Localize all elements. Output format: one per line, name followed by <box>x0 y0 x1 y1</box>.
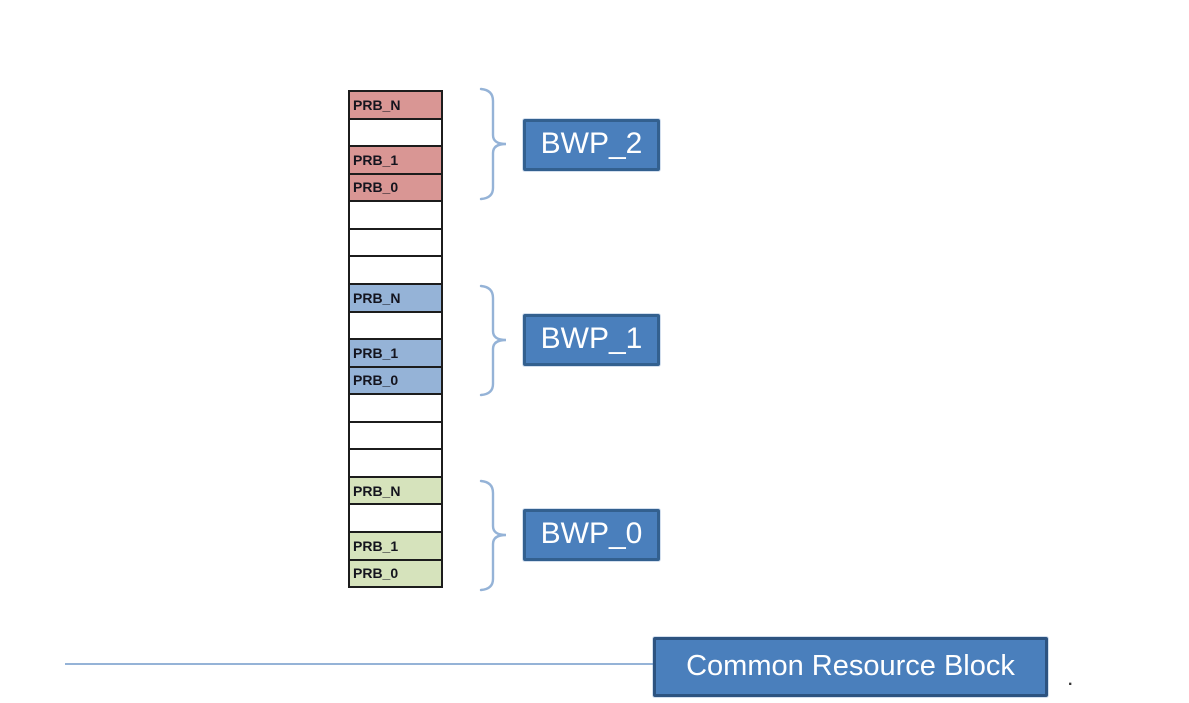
prb-cell: PRB_0 <box>350 560 441 587</box>
footnote-dot: . <box>1068 672 1073 689</box>
prb-cell: PRB_0 <box>350 174 441 203</box>
prb-cell: PRB_N <box>350 284 441 313</box>
prb-cell: PRB_N <box>350 477 441 506</box>
prb-empty-cell <box>350 422 441 451</box>
brace-bwp0-icon <box>479 479 507 592</box>
prb-empty-cell <box>350 257 441 285</box>
prb-empty-cell <box>350 202 441 230</box>
prb-empty-cell <box>350 229 441 258</box>
prb-empty-cell <box>350 505 441 533</box>
prb-empty-cell <box>350 395 441 423</box>
prb-cell: PRB_1 <box>350 340 441 368</box>
prb-empty-cell <box>350 119 441 148</box>
prb-empty-cell <box>350 312 441 341</box>
prb-cell: PRB_1 <box>350 147 441 175</box>
brace-bwp2-icon <box>479 87 507 201</box>
prb-cell: PRB_N <box>350 92 441 120</box>
prb-cell: PRB_0 <box>350 367 441 396</box>
prb-empty-cell <box>350 450 441 478</box>
brace-bwp1-icon <box>479 284 507 397</box>
prb-cell: PRB_1 <box>350 533 441 561</box>
common-resource-block-label: Common Resource Block <box>653 637 1048 697</box>
bwp-1-label: BWP_1 <box>523 314 660 366</box>
bwp-2-label: BWP_2 <box>523 119 660 171</box>
bwp-0-label: BWP_0 <box>523 509 660 561</box>
